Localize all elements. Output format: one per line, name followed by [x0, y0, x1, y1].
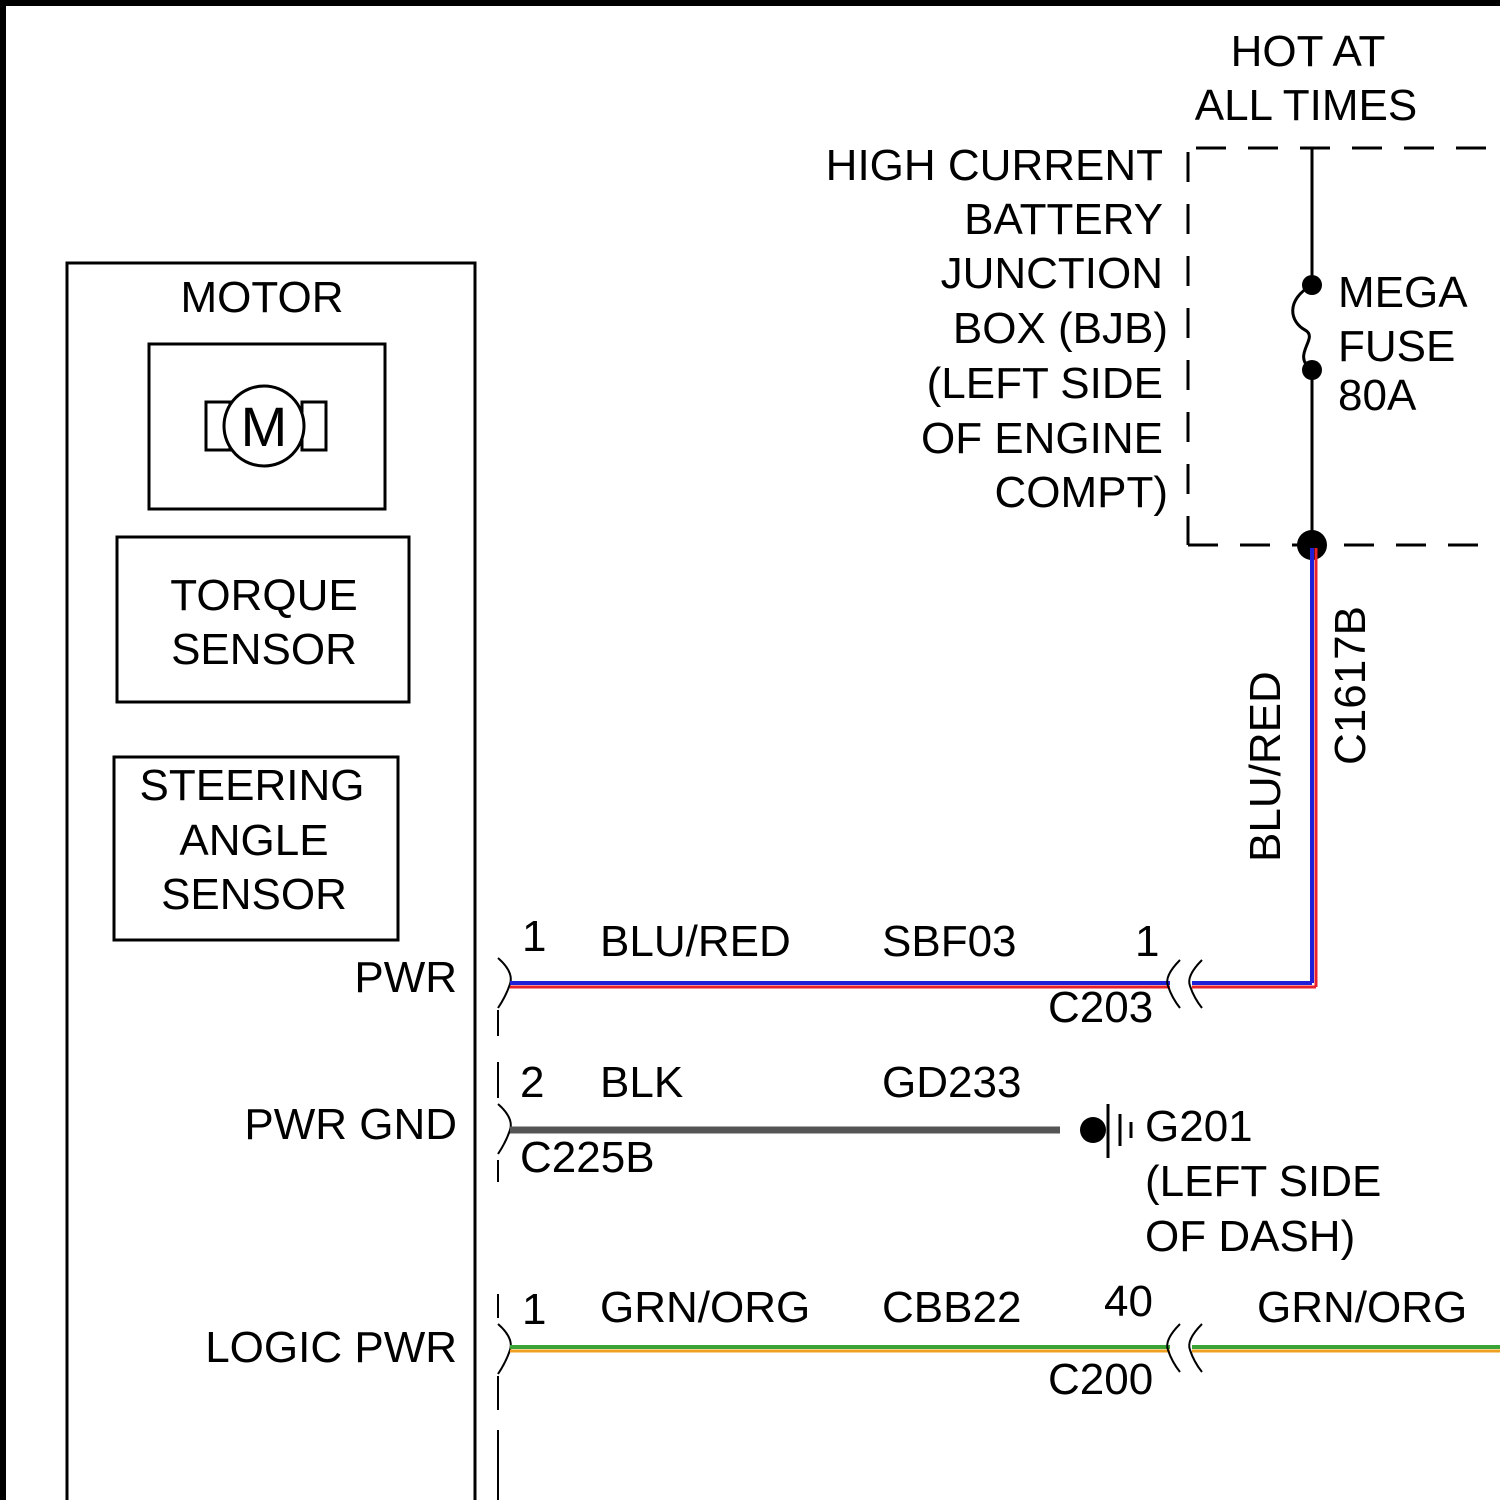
ground-symbol-icon [1080, 1104, 1131, 1158]
eps-module: MOTOR M TORQUE SENSOR STEERING ANGLE SEN… [67, 263, 475, 1500]
logic-wire-color-right: GRN/ORG [1257, 1283, 1467, 1332]
logic-circuit-id: CBB22 [882, 1283, 1021, 1332]
module-connector [498, 958, 511, 1500]
ground-id: G201 [1145, 1102, 1253, 1151]
gnd-circuit: 2 BLK GD233 C225B G201 (LEFT SIDE OF DAS… [510, 1058, 1381, 1261]
vertical-wire-color: BLU/RED [1241, 671, 1290, 862]
bjb-label-line1: HIGH CURRENT [826, 141, 1163, 190]
bjb-label-line5: (LEFT SIDE [927, 359, 1163, 408]
mega-fuse-line1: MEGA [1338, 268, 1468, 317]
pin-label-pwr: PWR [354, 953, 457, 1002]
c200-pin-number: 40 [1104, 1277, 1153, 1326]
ground-location-line1: (LEFT SIDE [1145, 1157, 1381, 1206]
ground-location-line2: OF DASH) [1145, 1212, 1355, 1261]
pwr-wire-color: BLU/RED [600, 917, 791, 966]
c203-pin-number: 1 [1135, 917, 1159, 966]
torque-sensor-line1: TORQUE [170, 571, 357, 620]
c1617b-label: C1617B [1326, 606, 1375, 765]
c225b-label: C225B [520, 1133, 655, 1182]
c203-label: C203 [1048, 983, 1153, 1032]
gnd-wire-color: BLK [600, 1058, 683, 1107]
gnd-circuit-id: GD233 [882, 1058, 1021, 1107]
hot-at-times-line2: ALL TIMES [1195, 81, 1418, 130]
pin-label-pwr-gnd: PWR GND [244, 1100, 457, 1149]
bjb-label-line3: JUNCTION [941, 249, 1163, 298]
hot-at-times-line1: HOT AT [1231, 27, 1386, 76]
gnd-pin-number: 2 [520, 1058, 544, 1107]
bjb-label-line2: BATTERY [964, 195, 1163, 244]
bjb-label-line6: OF ENGINE [921, 414, 1163, 463]
steering-angle-line3: SENSOR [161, 870, 347, 919]
motor-label: MOTOR [181, 273, 344, 322]
steering-angle-line1: STEERING [140, 761, 365, 810]
pwr-pin-number: 1 [522, 912, 546, 961]
battery-junction-box: HOT AT ALL TIMES HIGH CURRENT BATTERY JU… [826, 27, 1500, 560]
c200-label: C200 [1048, 1355, 1153, 1404]
bjb-label-line4: BOX (BJB) [953, 304, 1168, 353]
mega-fuse-line2: FUSE [1338, 322, 1455, 371]
mega-fuse-line3: 80A [1338, 371, 1417, 420]
logic-wire-color: GRN/ORG [600, 1283, 810, 1332]
gnd-terminal [498, 1104, 511, 1154]
motor-symbol: M [241, 395, 288, 458]
bjb-label-line7: COMPT) [994, 468, 1168, 517]
pwr-circuit-id: SBF03 [882, 917, 1017, 966]
pwr-circuit: 1 BLU/RED SBF03 1 C203 BLU/RED C1617B [510, 548, 1375, 1032]
pin-label-logic-pwr: LOGIC PWR [205, 1323, 457, 1372]
logic-pin-number: 1 [522, 1285, 546, 1334]
fuse-element [1293, 285, 1312, 370]
pwr-terminal [498, 958, 511, 1008]
logic-terminal [498, 1324, 511, 1374]
motor-icon: M [206, 386, 326, 466]
steering-angle-line2: ANGLE [179, 816, 328, 865]
torque-sensor-line2: SENSOR [171, 625, 357, 674]
logic-circuit: 1 GRN/ORG CBB22 40 C200 GRN/ORG [510, 1277, 1500, 1404]
